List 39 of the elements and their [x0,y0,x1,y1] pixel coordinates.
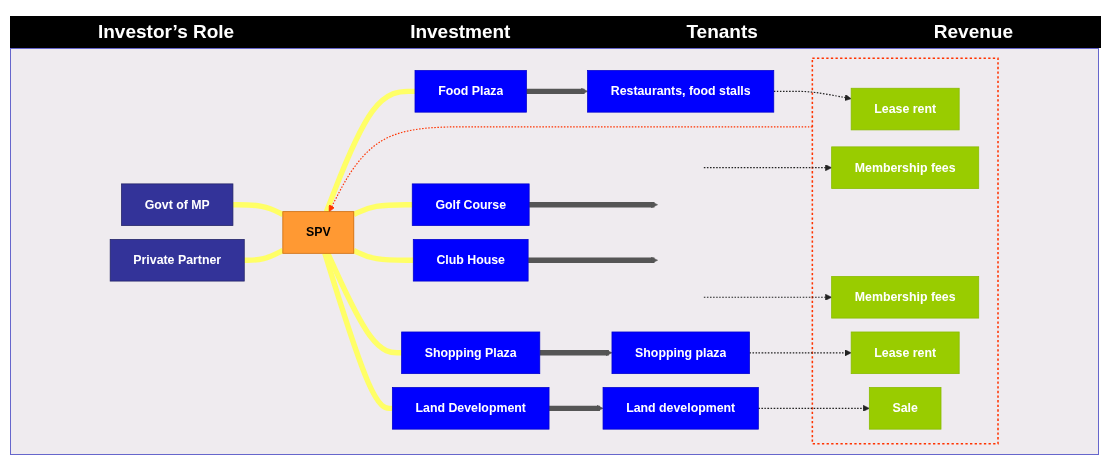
node-box: Membership fees [831,276,980,319]
arrow [749,349,852,357]
arrow [549,404,604,412]
arrow [526,87,589,95]
node-box: Lease rent [851,87,960,131]
node-box: Private Partner [110,239,246,282]
node-box: Restaurants, food stalls [587,70,775,113]
node-box: SPV [282,211,355,254]
column-header: Investment [410,21,511,43]
node-box: Food Plaza [415,70,528,113]
node-box: Membership fees [831,146,980,189]
arrow [529,201,659,209]
arrow [703,164,833,172]
connector [244,248,285,263]
node-box: Land development [603,387,760,430]
arrow [703,293,833,301]
node-box: Shopping Plaza [401,331,541,374]
connector [353,202,413,217]
connector [324,88,416,213]
cluster [812,57,1000,445]
arrow [540,349,613,357]
connector [322,252,393,412]
arrow [329,126,814,212]
arrow [528,256,659,264]
column-header: Tenants [686,21,758,43]
node-box: Shopping plaza [612,331,751,374]
connector [233,202,285,217]
column-header: Revenue [933,21,1013,43]
connector [353,248,414,263]
node-box: Land Development [392,387,550,430]
arrow [773,90,852,101]
node-box: Govt of MP [121,183,234,226]
node-box: Lease rent [851,331,960,374]
node-box: Club House [413,239,529,282]
connector [325,252,403,356]
arrow [758,404,871,412]
node-box: Golf Course [412,183,530,226]
node-box: Sale [869,387,942,430]
column-header: Investor’s Role [97,21,235,43]
